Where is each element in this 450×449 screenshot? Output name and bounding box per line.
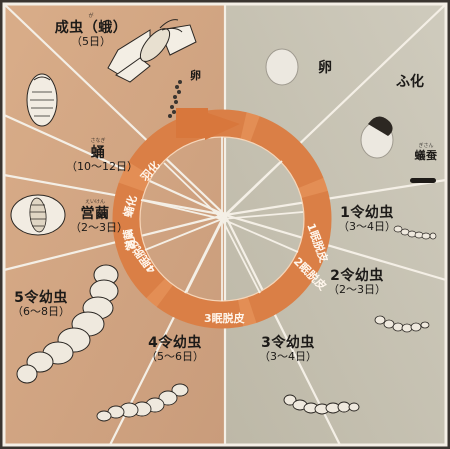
egg-small-name: 卵 bbox=[190, 69, 202, 82]
instar5-name: 5令幼虫 bbox=[14, 290, 68, 306]
egg-illustration bbox=[265, 48, 299, 86]
instar1-duration: （3～4日） bbox=[338, 220, 396, 234]
sector-lines bbox=[3, 3, 447, 446]
instar4-label: 4令幼虫 （5～6日） bbox=[140, 335, 210, 364]
instar2-duration: （2～3日） bbox=[328, 283, 386, 297]
adult-ruby: が bbox=[88, 13, 94, 19]
ring-label-pupation: 蛹化 bbox=[120, 194, 139, 219]
right-panel bbox=[225, 4, 446, 445]
adult-label: が 成虫（蛾） （5日） bbox=[48, 13, 134, 49]
egg-chain-illustration bbox=[168, 80, 182, 118]
cocoon-duration: （2～3日） bbox=[70, 221, 128, 235]
instar2-name: 2令幼虫 bbox=[330, 268, 384, 284]
instar2-larva-illustration bbox=[374, 315, 430, 333]
instar1-larva-illustration bbox=[393, 225, 437, 240]
adult-name: 成虫（蛾） bbox=[54, 20, 128, 36]
instar4-duration: （5～6日） bbox=[146, 350, 204, 364]
instar3-label: 3令幼虫 （3～4日） bbox=[253, 335, 323, 364]
cycle-ring bbox=[112, 108, 332, 329]
ant-larva-name: 蟻蚕 bbox=[414, 149, 438, 162]
ring-label-molt3: 3眠脱皮 bbox=[204, 311, 245, 325]
cocoon-pupa-illustration bbox=[10, 194, 66, 236]
pupa-label: さなぎ 蛹 （10～12日） bbox=[66, 138, 138, 174]
instar5-duration: （6～8日） bbox=[12, 305, 70, 319]
instar1-label: 1令幼虫 （3～4日） bbox=[332, 205, 402, 234]
egg-label: 卵 bbox=[318, 58, 332, 76]
instar3-larva-illustration bbox=[283, 394, 360, 415]
pupa-illustration bbox=[26, 73, 58, 127]
pupa-duration: （10～12日） bbox=[66, 160, 138, 174]
instar4-name: 4令幼虫 bbox=[148, 335, 202, 351]
cocoon-ruby: えいけん bbox=[84, 199, 105, 205]
pupa-ruby: さなぎ bbox=[90, 138, 106, 144]
ring-label-spinning: 営繭 bbox=[120, 228, 138, 252]
moth-illustration bbox=[107, 19, 197, 83]
egg-small-label: 卵 bbox=[190, 69, 202, 83]
hatch-name: ふ化 bbox=[396, 74, 424, 90]
instar4-larva-illustration bbox=[96, 383, 189, 422]
ant-larva-illustration bbox=[410, 178, 436, 183]
instar3-name: 3令幼虫 bbox=[261, 335, 315, 351]
instar5-label: 5令幼虫 （6～8日） bbox=[10, 290, 72, 319]
instar1-name: 1令幼虫 bbox=[340, 205, 394, 221]
ring-arrowhead bbox=[205, 112, 240, 140]
cocoon-label: えいけん 営繭 （2～3日） bbox=[70, 199, 128, 235]
adult-duration: （5日） bbox=[71, 35, 111, 49]
instar3-duration: （3～4日） bbox=[259, 350, 317, 364]
hatching-egg-illustration bbox=[360, 116, 394, 159]
instar5-larva-illustration bbox=[16, 264, 119, 384]
instar2-label: 2令幼虫 （2～3日） bbox=[322, 268, 392, 297]
cocoon-name: 営繭 bbox=[80, 206, 110, 222]
hatch-label: ふ化 bbox=[396, 72, 424, 90]
egg-name: 卵 bbox=[318, 60, 332, 76]
ant-larva-label: ぎさん 蟻蚕 bbox=[410, 143, 442, 163]
pupa-name: 蛹 bbox=[90, 145, 106, 161]
ant-larva-ruby: ぎさん bbox=[418, 143, 434, 149]
